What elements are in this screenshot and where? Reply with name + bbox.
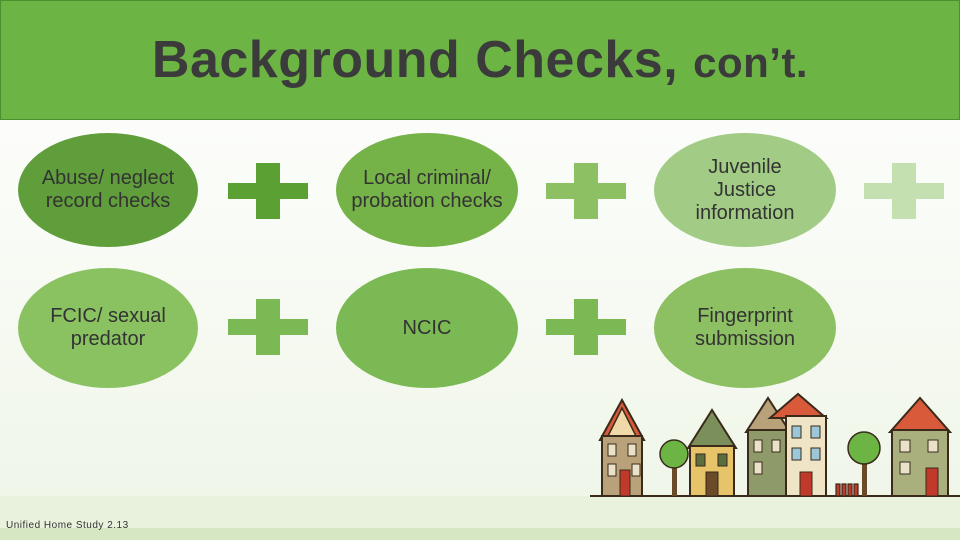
oval-ncic: NCIC (336, 268, 518, 388)
houses-illustration (590, 392, 960, 497)
oval-fcic: FCIC/ sexual predator (18, 268, 198, 388)
house-icon (744, 392, 829, 497)
house-icon (686, 408, 738, 497)
plus-icon (546, 299, 626, 355)
oval-fingerprint: Fingerprint submission (654, 268, 836, 388)
oval-label: Fingerprint submission (694, 305, 796, 350)
oval-label: FCIC/ sexual predator (50, 305, 166, 350)
oval-abuse-neglect: Abuse/ neglect record checks (18, 133, 198, 247)
plus-icon (228, 163, 308, 219)
footer-text: Unified Home Study 2.13 (6, 520, 129, 531)
plus-icon (864, 163, 944, 219)
title-bar: Background Checks, con’t. (0, 0, 960, 120)
house-icon (598, 397, 646, 497)
oval-local-criminal: Local criminal/ probation checks (336, 133, 518, 247)
plus-icon (228, 299, 308, 355)
footer-band (0, 496, 960, 528)
oval-juvenile-justice: Juvenile Justice information (654, 133, 836, 247)
fence-icon (835, 483, 859, 497)
oval-label: NCIC (402, 316, 452, 339)
oval-label: Abuse/ neglect record checks (41, 167, 175, 212)
title-main: Background Checks, (151, 31, 679, 89)
plus-icon (546, 163, 626, 219)
title-suffix: con’t. (693, 39, 809, 86)
page-title: Background Checks, con’t. (152, 30, 808, 90)
tree-icon (659, 439, 689, 496)
oval-label: Local criminal/ probation checks (351, 167, 503, 212)
house-icon (887, 396, 953, 497)
oval-label: Juvenile Justice information (695, 155, 795, 224)
tree-icon (847, 431, 881, 496)
footer-band-bottom (0, 528, 960, 540)
